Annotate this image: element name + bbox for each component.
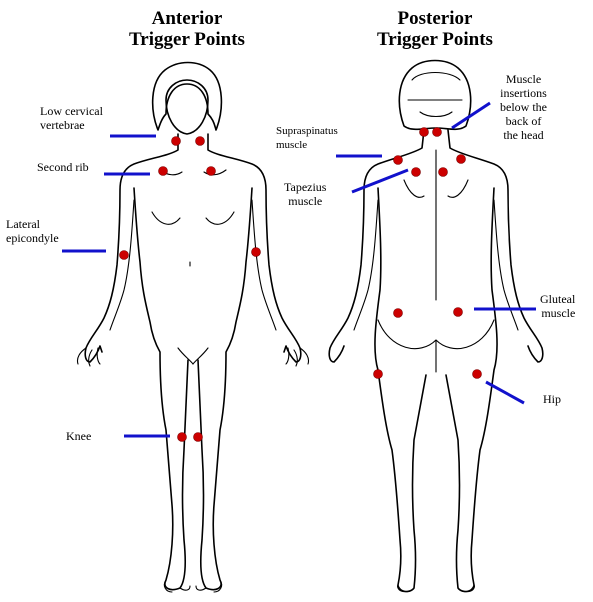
label-muscle-insertions-line5: the head <box>500 128 547 142</box>
pointer-hip <box>486 382 524 403</box>
anterior-trigger-points <box>120 137 261 442</box>
pointer-lines <box>62 103 536 436</box>
label-lateral-epicondyle-line1: Lateral <box>6 217 59 231</box>
label-gluteal-line1: Gluteal <box>540 292 575 306</box>
label-muscle-insertions-line1: Muscle <box>500 72 547 86</box>
pointer-trapezius <box>352 170 408 192</box>
label-trapezius: Tapezius muscle <box>284 180 326 208</box>
trigger-point-second-rib-left <box>159 167 168 176</box>
trigger-point-trapezius-right <box>439 168 448 177</box>
label-supraspinatus-line1: Supraspinatus <box>276 124 338 138</box>
trigger-point-epicondyle-right <box>252 248 261 257</box>
trigger-point-supraspinatus-left <box>394 156 403 165</box>
label-supraspinatus-line2: muscle <box>276 138 338 152</box>
trigger-point-hip-right <box>473 370 482 379</box>
anterior-arm-lines <box>110 200 276 330</box>
posterior-back-details <box>378 150 494 372</box>
anterior-heading-line1: Anterior <box>112 8 262 29</box>
trigger-point-supraspinatus-right <box>457 155 466 164</box>
label-trapezius-line2: muscle <box>284 194 326 208</box>
label-muscle-insertions-line3: below the <box>500 100 547 114</box>
anterior-face <box>166 80 208 134</box>
posterior-heading-line2: Trigger Points <box>360 29 510 50</box>
trigger-point-occiput-right <box>433 128 442 137</box>
label-lateral-epicondyle: Lateral epicondyle <box>6 217 59 245</box>
trigger-point-gluteal-right <box>454 308 463 317</box>
trigger-point-knee-right <box>194 433 203 442</box>
label-muscle-insertions-line2: insertions <box>500 86 547 100</box>
trigger-point-low-cervical-left <box>172 137 181 146</box>
label-hip: Hip <box>543 392 561 406</box>
label-gluteal: Gluteal muscle <box>540 292 575 320</box>
label-low-cervical-line2: vertebrae <box>40 118 103 132</box>
anterior-heading: Anterior Trigger Points <box>112 8 262 50</box>
label-gluteal-line2: muscle <box>540 306 575 320</box>
trigger-point-second-rib-right <box>207 167 216 176</box>
label-supraspinatus: Supraspinatus muscle <box>276 124 338 152</box>
anterior-torso-details <box>152 170 234 364</box>
label-lateral-epicondyle-line2: epicondyle <box>6 231 59 245</box>
posterior-heading: Posterior Trigger Points <box>360 8 510 50</box>
label-muscle-insertions: Muscle insertions below the back of the … <box>500 72 547 142</box>
posterior-head <box>399 61 470 130</box>
trigger-point-trapezius-left <box>412 168 421 177</box>
label-second-rib: Second rib <box>37 160 89 174</box>
trigger-point-gluteal-left <box>394 309 403 318</box>
posterior-hair-lines <box>408 73 462 117</box>
anterior-hair <box>153 63 222 131</box>
label-low-cervical: Low cervical vertebrae <box>40 104 103 132</box>
anterior-body-outline <box>85 134 301 590</box>
trigger-point-low-cervical-right <box>196 137 205 146</box>
label-trapezius-line1: Tapezius <box>284 180 326 194</box>
trigger-point-hip-left <box>374 370 383 379</box>
label-muscle-insertions-line4: back of <box>500 114 547 128</box>
trigger-point-epicondyle-left <box>120 251 129 260</box>
trigger-point-knee-left <box>178 433 187 442</box>
posterior-trigger-points <box>374 128 482 379</box>
label-knee: Knee <box>66 429 91 443</box>
posterior-heading-line1: Posterior <box>360 8 510 29</box>
label-low-cervical-line1: Low cervical <box>40 104 103 118</box>
trigger-point-occiput-left <box>420 128 429 137</box>
anterior-heading-line2: Trigger Points <box>112 29 262 50</box>
anterior-figure <box>77 63 308 593</box>
